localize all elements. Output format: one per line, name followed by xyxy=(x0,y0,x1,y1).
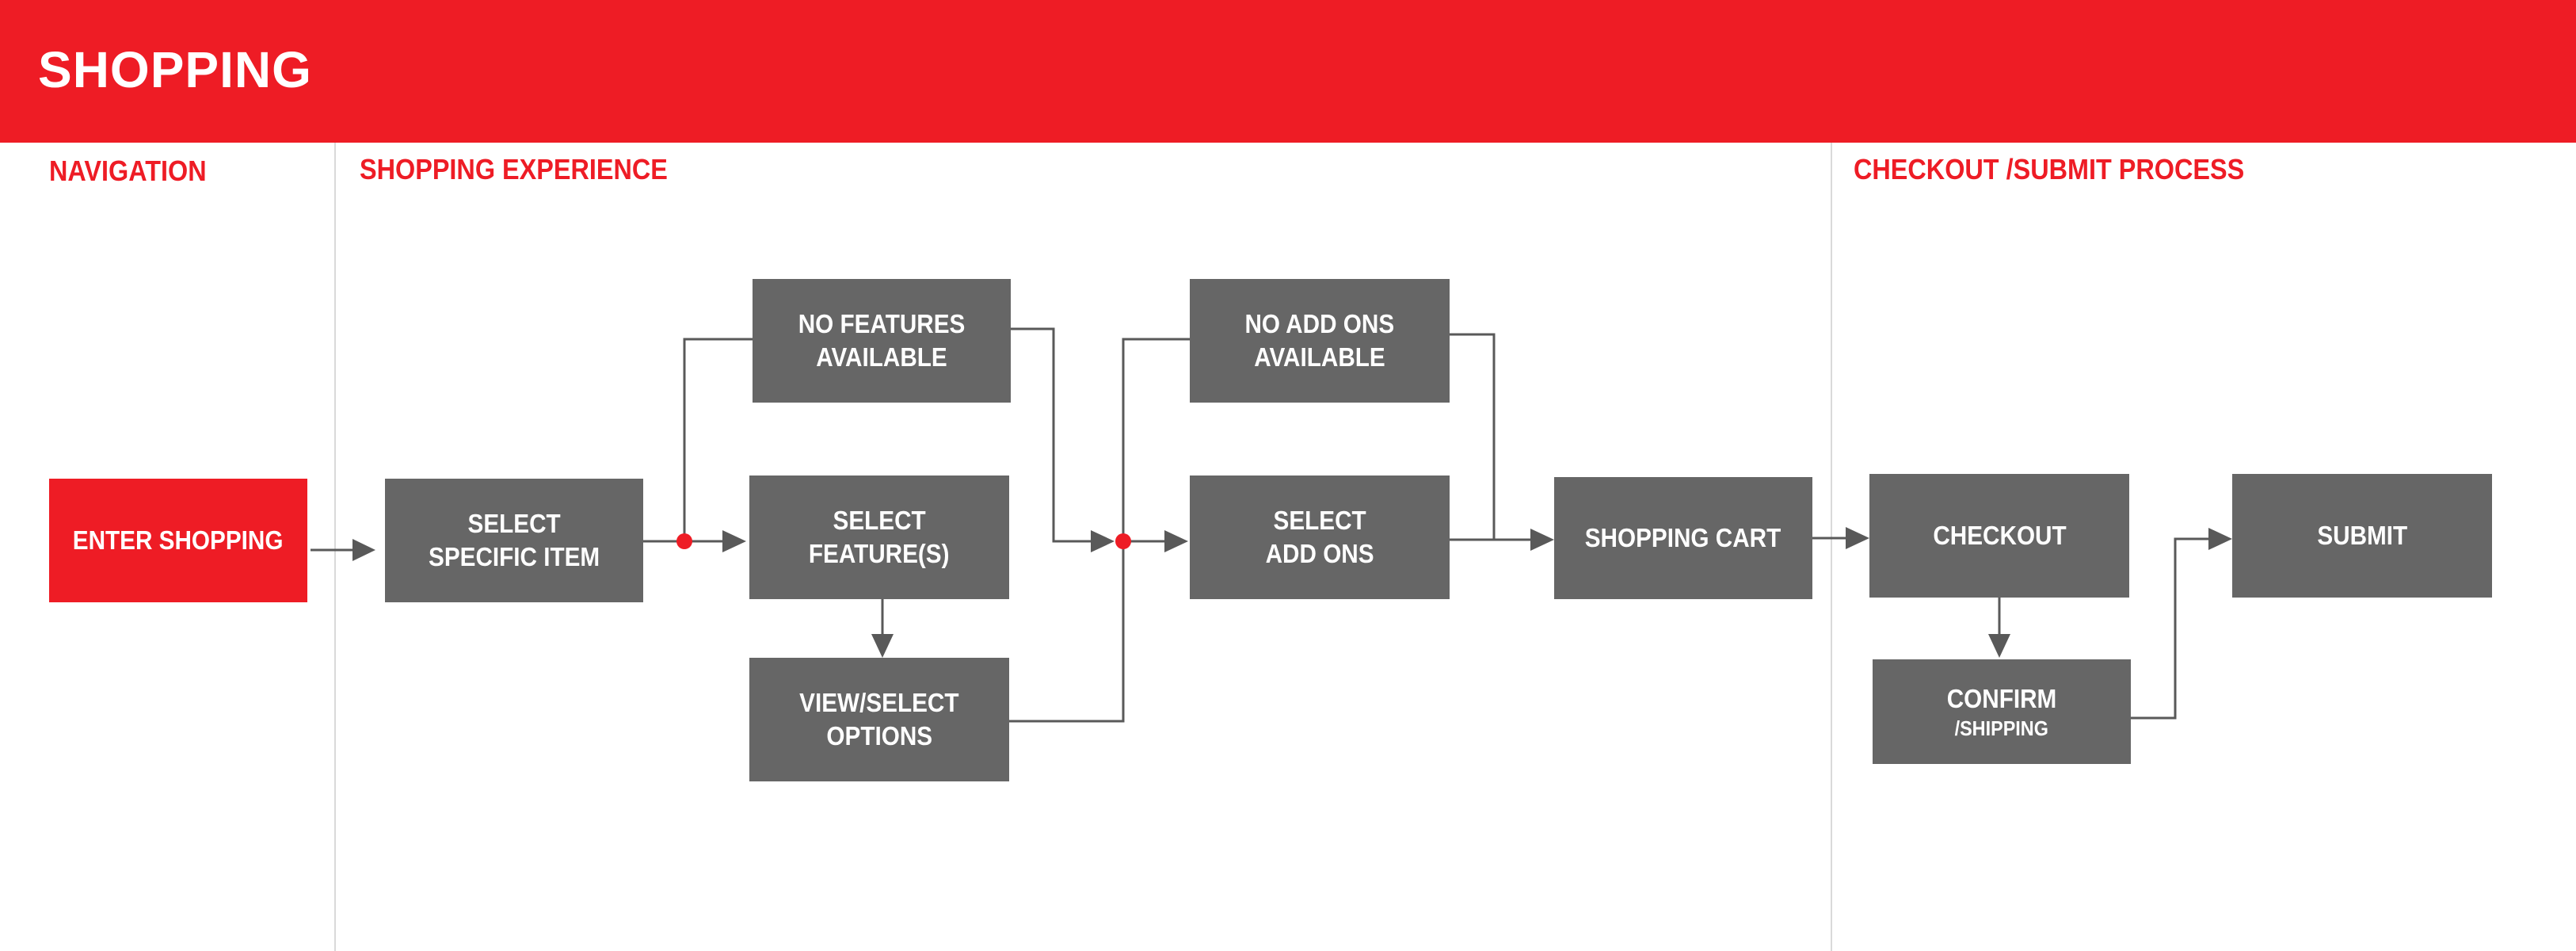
node-select-specific-item-label-2: SPECIFIC ITEM xyxy=(428,542,600,571)
node-select-specific-item: SELECT SPECIFIC ITEM xyxy=(385,479,643,602)
node-select-features-label-2: FEATURE(S) xyxy=(809,539,950,568)
junction-dot-2 xyxy=(1115,533,1131,549)
section-title-checkout-process: CHECKOUT /SUBMIT PROCESS xyxy=(1854,153,2245,185)
connector-no-add-ons-to-cart xyxy=(1450,333,1496,540)
arrow-merge-to-select-add-ons xyxy=(1123,530,1188,552)
connector-view-options-to-merge xyxy=(1009,338,1190,723)
node-checkout-label: CHECKOUT xyxy=(1932,521,2067,550)
connector-no-features-to-merge xyxy=(1011,327,1115,552)
section-title-shopping-experience: SHOPPING EXPERIENCE xyxy=(360,153,668,185)
connector-select-item-to-no-features xyxy=(683,338,753,541)
arrow-select-add-ons-to-cart xyxy=(1450,529,1554,551)
node-no-features-label-2: AVAILABLE xyxy=(816,342,947,372)
page-title: SHOPPING xyxy=(38,41,312,98)
node-view-select-options: VIEW/SELECT OPTIONS xyxy=(749,658,1009,781)
node-checkout: CHECKOUT xyxy=(1869,474,2129,598)
node-confirm-shipping-label-1: CONFIRM xyxy=(1946,684,2057,713)
arrow-select-item-to-features xyxy=(643,530,746,552)
node-select-features-label-1: SELECT xyxy=(833,506,926,535)
node-select-add-ons-label-2: ADD ONS xyxy=(1265,539,1374,568)
node-enter-shopping-label: ENTER SHOPPING xyxy=(73,525,284,555)
node-select-add-ons-label-1: SELECT xyxy=(1273,506,1366,535)
header-bar: SHOPPING xyxy=(0,0,2576,143)
node-no-features-available: NO FEATURES AVAILABLE xyxy=(753,279,1011,403)
node-view-options-label-2: OPTIONS xyxy=(826,721,932,750)
section-divider-1 xyxy=(334,143,336,951)
arrow-confirm-to-submit xyxy=(2131,528,2232,720)
node-submit: SUBMIT xyxy=(2232,474,2492,598)
node-view-options-label-1: VIEW/SELECT xyxy=(799,688,959,717)
node-select-add-ons: SELECT ADD ONS xyxy=(1190,476,1450,599)
node-no-add-ons-label-2: AVAILABLE xyxy=(1254,342,1385,372)
node-no-features-label-1: NO FEATURES xyxy=(798,309,966,338)
node-no-add-ons-label-1: NO ADD ONS xyxy=(1244,309,1395,338)
node-select-specific-item-label-1: SELECT xyxy=(467,509,561,538)
node-shopping-cart-label: SHOPPING CART xyxy=(1585,523,1781,552)
arrow-cart-to-checkout xyxy=(1812,527,1869,549)
arrow-features-to-view-options xyxy=(871,599,894,658)
node-confirm-shipping: CONFIRM /SHIPPING xyxy=(1873,659,2131,764)
arrow-enter-to-select-item xyxy=(311,539,375,561)
node-enter-shopping: ENTER SHOPPING xyxy=(49,479,307,602)
node-no-add-ons-available: NO ADD ONS AVAILABLE xyxy=(1190,279,1450,403)
node-confirm-shipping-label-2: /SHIPPING xyxy=(1954,716,2049,740)
junction-dot-1 xyxy=(676,533,692,549)
node-submit-label: SUBMIT xyxy=(2317,521,2407,550)
section-divider-2 xyxy=(1831,143,1832,951)
node-select-features: SELECT FEATURE(S) xyxy=(749,476,1009,599)
node-shopping-cart: SHOPPING CART xyxy=(1554,477,1812,599)
arrow-checkout-to-confirm xyxy=(1988,598,2010,658)
section-title-navigation: NAVIGATION xyxy=(49,155,207,187)
